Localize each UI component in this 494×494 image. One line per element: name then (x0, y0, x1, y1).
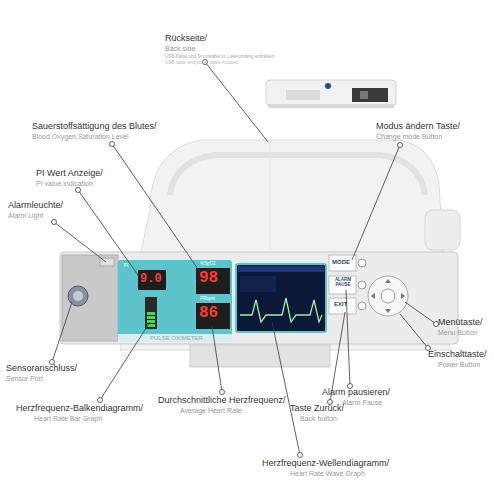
callout-label: Menu Button (438, 329, 478, 336)
callout-label: Alarm Pause (342, 399, 382, 406)
callout-label: Taste Zurück/ (290, 404, 344, 413)
display-digits: 86 (199, 305, 218, 322)
callout-label: Herzfrequenz-Balkendiagramm/ (16, 404, 143, 413)
callout-label: Heart Rate Wave Graph (290, 470, 365, 477)
display-caption: PRbpm (200, 297, 215, 302)
display-caption: PI (124, 264, 128, 269)
callout-label: Herzfrequenz-Wellendiagramm/ (262, 459, 389, 468)
callout-note: USB-Kabel und Stromkabel im Lieferumfang… (165, 55, 275, 60)
display-digits: 9.0 (140, 273, 162, 286)
callout-label: PI value indication (36, 180, 93, 187)
button-label: EXIT (334, 301, 347, 307)
leader-markers (50, 60, 439, 458)
front-panel (60, 252, 458, 344)
device-brand-text: PULSE OXIMETER (150, 335, 203, 341)
callout-label: Alarmleuchte/ (8, 201, 63, 210)
callout-label: Durchschnittliche Herzfrequenz/ (158, 396, 286, 405)
callout-label: Power Button (438, 361, 480, 368)
callout-label: Back button (300, 415, 337, 422)
button-label: ALARM PAUSE (331, 278, 355, 287)
callout-label: Back side (165, 45, 195, 52)
callout-label: Heart Rate Bar Graph (34, 415, 102, 422)
callout-label: Alarm pausieren/ (322, 388, 390, 397)
callout-label: Menütaste/ (438, 318, 483, 327)
leader-lines (52, 62, 436, 455)
button-label: MODE (332, 259, 350, 265)
callout-label: Rückseite/ (165, 34, 207, 43)
callout-label: Modus ändern Taste/ (376, 122, 460, 131)
callout-label: Average Heart Rate (180, 407, 242, 414)
display-caption: %SpO2 (200, 262, 216, 267)
callout-label: PI Wert Anzeige/ (36, 169, 103, 178)
callout-label: Sensoranschluss/ (6, 364, 77, 373)
back-side-view (266, 80, 396, 108)
callout-label: Change mode Button (376, 133, 442, 140)
callout-label: Einschalttaste/ (428, 350, 487, 359)
callout-label: Sensor Port (6, 375, 43, 382)
display-digits: 98 (199, 270, 218, 287)
callout-label: Alarm Light (8, 212, 43, 219)
callout-label: Blood Oxygen Saturation Level (32, 133, 129, 140)
callout-note: USB cable and power cable included (165, 61, 239, 66)
callout-label: Sauerstoffsättigung des Blutes/ (32, 122, 156, 131)
